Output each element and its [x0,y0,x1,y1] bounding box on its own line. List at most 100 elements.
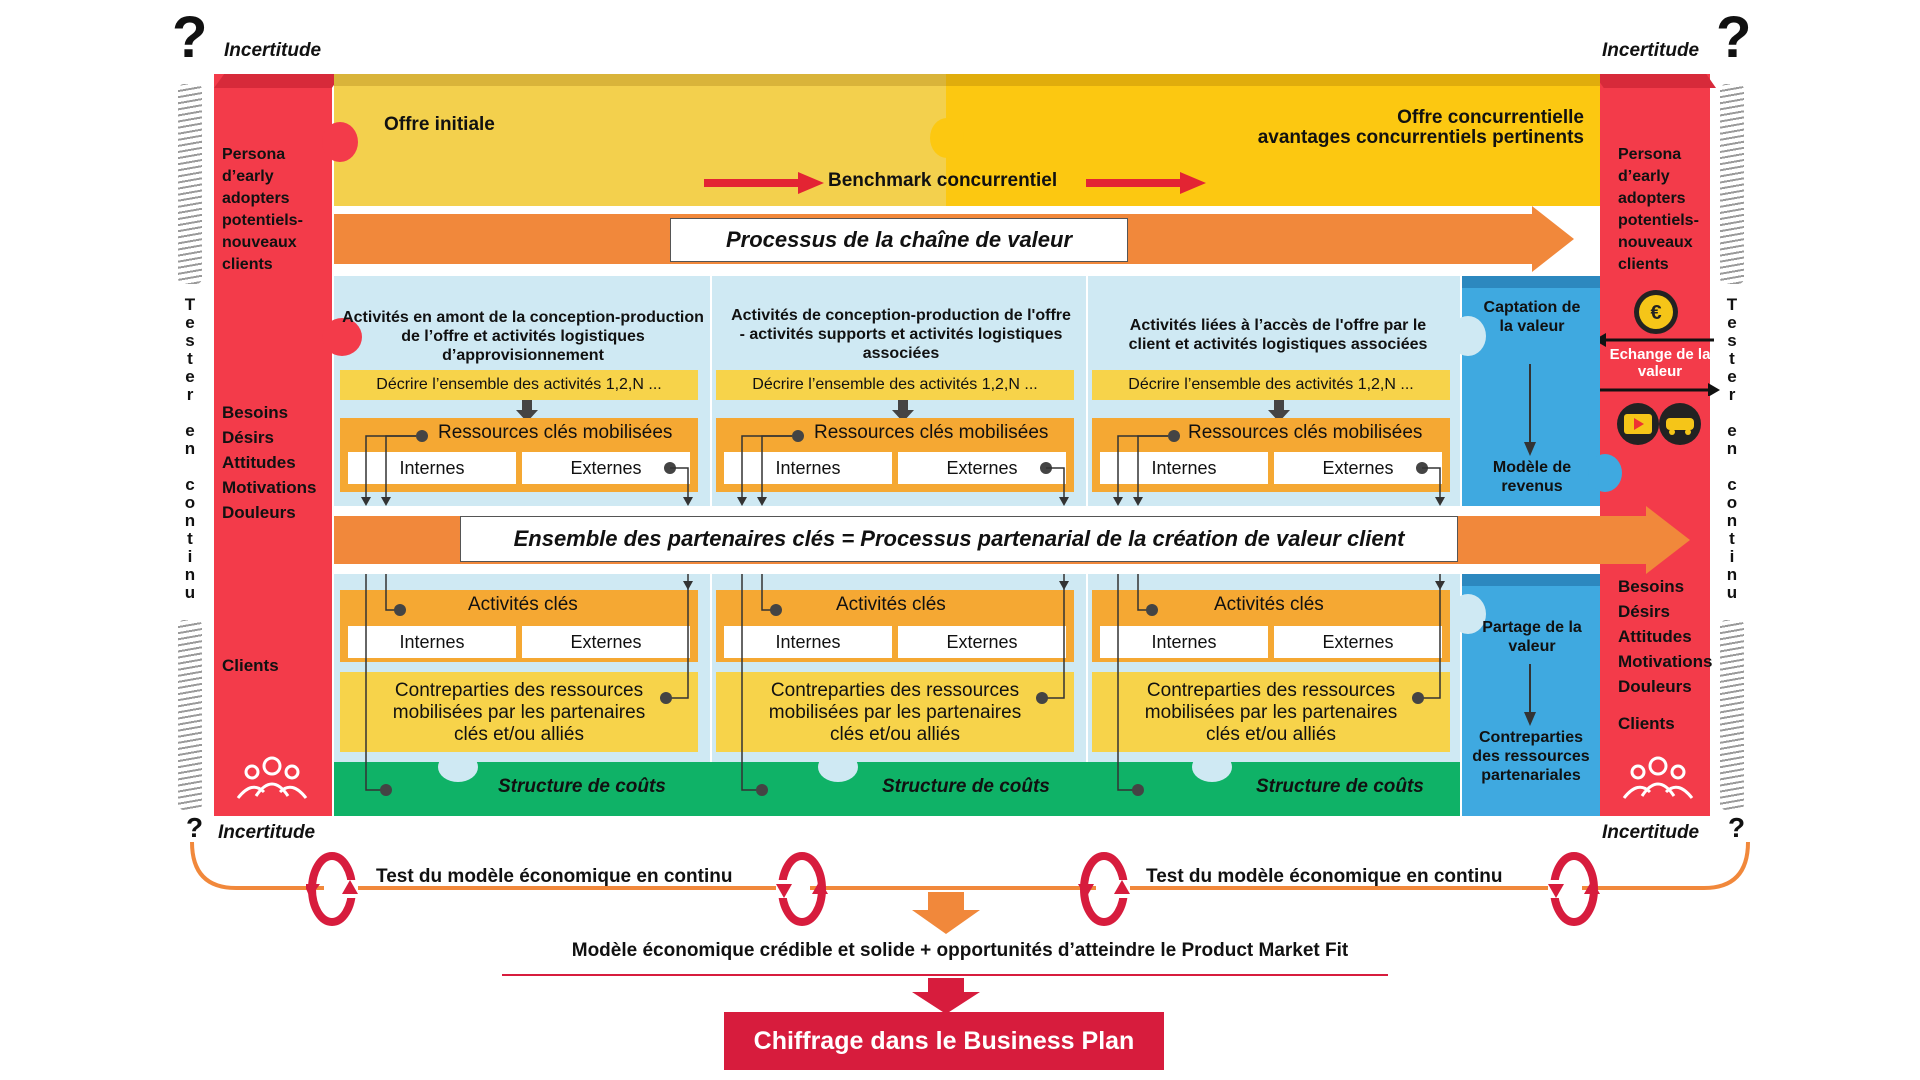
col3-title: Activités liées à l’accès de l'offre par… [1128,317,1428,353]
media-channels-icon [1617,403,1701,445]
right-clients-label: Clients [1618,714,1675,733]
vertical-letter: c [185,475,195,494]
sharing-down-arrow [1524,664,1536,726]
col2-cost-label: Structure de coûts [882,776,1050,797]
partner-counterparts-label: Contreparties des ressources partenarial… [1472,729,1590,784]
vertical-letter: t [187,349,193,368]
question-mark-icon-top-left: ? [172,5,208,70]
puzzle-notch-left-offer [322,122,358,162]
competitor-offer-label: Offre concurrentielle avantages concurre… [1180,108,1584,148]
vertical-letter [1722,404,1742,422]
vertical-letter: T [184,295,196,314]
value-sharing-top-bevel [1462,574,1600,586]
vertical-letter: u [1726,583,1738,602]
competitor-offer-band [946,74,1600,206]
vertical-letter: e [1727,367,1737,386]
cycle-icon-3 [1078,852,1130,926]
vertical-letter: r [1728,385,1736,404]
partners-label: Ensemble des partenaires clés = Processu… [460,516,1458,562]
business-plan-box: Chiffrage dans le Business Plan [724,1012,1164,1070]
vertical-letter: n [184,565,196,584]
value-capture-title: Captation de la valeur [1483,299,1581,335]
right-need-motivations: Motivations [1618,652,1713,671]
euro-coin-icon: € [1634,290,1678,334]
col1-activities-label: Activités clés [468,594,578,615]
col1-resources-internal: Internes [348,452,516,484]
vertical-letter: r [186,385,194,404]
puzzle-knob-cost-3 [1192,752,1232,782]
puzzle-notch-left-activities [322,318,362,356]
vertical-letter [1722,458,1742,476]
left-panel-top-bevel [214,74,342,88]
capture-down-arrow [1524,364,1536,456]
col2-activities-label: Activités clés [836,594,946,615]
value-capture-top-bevel [1462,276,1600,288]
vertical-letter: n [1726,565,1738,584]
cost-structure-band [334,762,1460,816]
vertical-letter: s [185,331,195,350]
value-sharing-title: Partage de la valeur [1482,619,1582,655]
vertical-letter: o [184,493,196,512]
col2-resources-internal: Internes [724,452,892,484]
col3-describe-bar: Décrire l’ensemble des activités 1,2,N .… [1092,370,1450,400]
question-mark-icon-bottom-right: ? [1728,812,1746,843]
right-need-attitudes: Attitudes [1618,627,1692,646]
right-need-douleurs: Douleurs [1618,677,1692,696]
col2-counterparts-box: Contreparties des ressources mobilisées … [716,672,1074,752]
value-exchange-label: Echange de la valeur [1609,346,1711,380]
right-need-desirs: Désirs [1618,602,1670,621]
col1-activities-internal: Internes [348,626,516,658]
col3-counterparts-box: Contreparties des ressources mobilisées … [1092,672,1450,752]
vertical-letter: t [1729,349,1735,368]
svg-text:€: € [1650,302,1661,324]
value-chain-label: Processus de la chaîne de valeur [670,218,1128,262]
question-mark-icon-bottom-left: ? [186,812,204,843]
uncertainty-top-left: Incertitude [224,40,322,61]
col2-activities-external: Externes [898,626,1066,658]
right-need-besoins: Besoins [1618,577,1685,596]
left-customer-panel [214,74,332,816]
left-needs-list: Besoins Désirs Attitudes Motivations Dou… [222,400,332,525]
people-group-icon-left [236,756,308,799]
vertical-letter: e [1727,421,1737,440]
vertical-letter: T [1726,295,1738,314]
cycle-icon-2 [776,852,828,926]
competitor-offer-line1: Offre concurrentielle [1397,107,1584,128]
vertical-letter: i [1729,547,1735,566]
puzzle-notch-sharing [1450,594,1486,634]
left-clients-label: Clients [222,656,279,675]
vertical-letter: u [184,583,196,602]
col1-resources-external: Externes [522,452,690,484]
result-divider [502,974,1388,976]
puzzle-knob-capture [1588,454,1622,492]
left-persona-text: Persona d’early adopters potentiels- nou… [222,146,303,273]
benchmark-arrow-left [704,172,824,194]
vertical-letter: n [1726,511,1738,530]
vertical-letter: e [185,367,195,386]
col1-describe-bar: Décrire l’ensemble des activités 1,2,N .… [340,370,698,400]
col3-resources-label: Ressources clés mobilisées [1188,422,1423,443]
col2-resources-label: Ressources clés mobilisées [814,422,1049,443]
people-group-icon-right [1622,756,1694,799]
result-down-arrow-2 [912,978,980,1014]
benchmark-arrow-right [1086,172,1206,194]
initial-offer-top-bevel [334,74,946,86]
col3-activities-external: Externes [1274,626,1442,658]
right-needs-list: Besoins Désirs Attitudes Motivations Dou… [1618,574,1728,699]
vertical-letter: t [1729,529,1735,548]
competitor-offer-line2: avantages concurrentiels pertinents [1257,127,1584,148]
left-need-motivations: Motivations [222,478,317,497]
col3-activities-internal: Internes [1100,626,1268,658]
right-persona-text: Persona d’early adopters potentiels- nou… [1618,146,1699,273]
test-loop-bracket [190,842,1750,890]
col2-activities-internal: Internes [724,626,892,658]
vertical-letter: n [184,511,196,530]
uncertainty-top-right: Incertitude [1602,40,1700,61]
col1-activities-external: Externes [522,626,690,658]
right-customer-panel [1600,74,1710,816]
puzzle-knob-cost-2 [818,752,858,782]
col1-down-arrow [516,400,538,422]
vertical-letter [180,404,200,422]
vertical-letter: e [185,313,195,332]
puzzle-knob-offer [930,118,964,158]
